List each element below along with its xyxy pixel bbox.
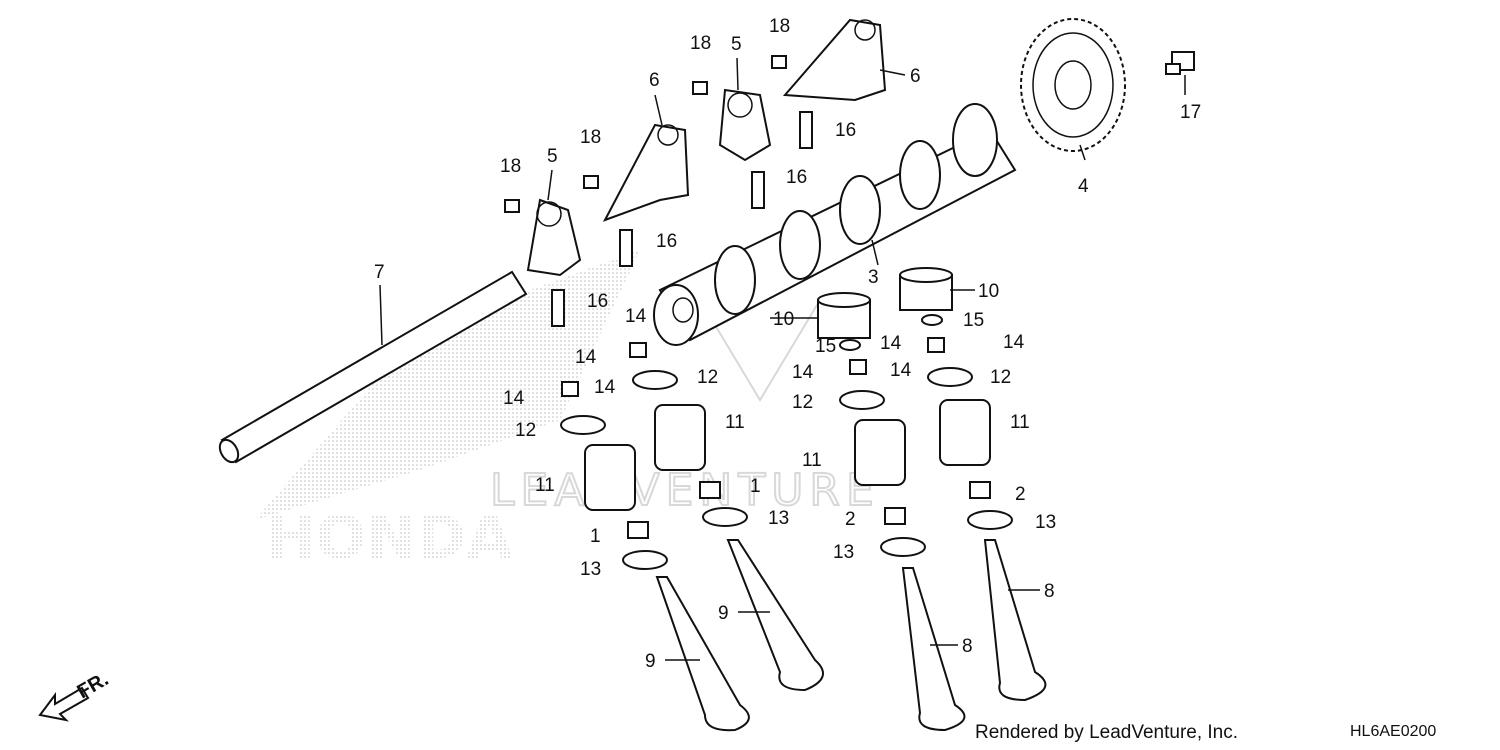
spring-seats[interactable] [622,507,1013,570]
leadventure-watermark: LEADVENTURE [489,299,880,517]
callout-2-b: 2 [845,509,856,530]
callout-12-d: 12 [990,367,1011,388]
callout-17: 17 [1180,102,1201,123]
callout-16-c: 16 [786,167,807,188]
diagram-code: HL6AE0200 [1350,723,1436,740]
rocker-arm-5-left[interactable] [526,198,582,277]
callout-14-f: 14 [890,360,912,381]
callout-12-a: 12 [515,420,536,441]
callout-13-c: 13 [833,542,854,563]
callout-14-d: 14 [594,377,616,398]
callout-7: 7 [374,262,385,283]
watermark-brand-text: HONDA [265,503,513,573]
dowel-pins[interactable] [504,55,787,213]
spring-retainers[interactable] [560,367,973,435]
valve-cotters[interactable] [561,337,945,397]
callout-14-h: 14 [1003,332,1025,353]
callout-14-c: 14 [503,388,525,409]
callout-16-b: 16 [656,231,677,252]
front-direction-arrow-icon: FR. [38,668,112,722]
callout-16-a: 16 [587,291,608,312]
rocker-shaft[interactable] [216,270,528,465]
watermark-dealer-text: LEADVENTURE [490,465,880,516]
callout-8-b: 8 [962,636,973,657]
callout-18-b: 18 [580,127,601,148]
camshaft[interactable] [653,103,1017,346]
callout-3: 3 [868,267,879,288]
valve-lifters[interactable] [817,267,953,339]
callout-8-a: 8 [1044,581,1055,602]
callout-11-d: 11 [1010,412,1030,433]
callout-9-b: 9 [718,603,729,624]
callout-5-a: 5 [547,146,558,167]
callout-13-a: 13 [580,559,601,580]
callout-11-b: 11 [725,412,745,433]
shims[interactable] [839,314,943,351]
callout-18-c: 18 [690,33,711,54]
callout-14-b: 14 [575,347,597,368]
cam-sprocket[interactable] [1020,18,1126,152]
callout-16-d: 16 [835,120,856,141]
callout-12-c: 12 [792,392,813,413]
callout-numbers: 1 1 2 2 3 4 5 5 6 6 7 8 8 9 9 10 10 11 1… [374,16,1201,672]
callout-10-a: 10 [773,309,794,330]
callout-12-b: 12 [697,367,718,388]
valve-springs[interactable] [584,399,991,511]
valves[interactable] [655,539,1047,732]
callout-6-b: 6 [910,66,921,87]
callout-18-d: 18 [769,16,790,37]
footer-credit: Rendered by LeadVenture, Inc. [975,722,1238,743]
stem-seals[interactable] [627,481,991,539]
rocker-arm-5-right[interactable] [718,88,772,162]
rocker-arm-6-left[interactable] [602,123,690,222]
callout-lines [379,57,1186,661]
callout-9-a: 9 [645,651,656,672]
callout-15-b: 15 [963,310,984,331]
callout-13-d: 13 [1035,512,1056,533]
sprocket-bolt[interactable] [1165,51,1195,75]
callout-11-c: 11 [802,450,822,471]
callout-2-a: 2 [1015,484,1026,505]
callout-4: 4 [1078,176,1089,197]
callout-14-e: 14 [792,362,814,383]
callout-6-a: 6 [649,70,660,91]
callout-1-a: 1 [750,476,761,497]
callout-5-b: 5 [731,34,742,55]
callout-18-a: 18 [500,156,521,177]
callout-1-b: 1 [590,526,601,547]
honda-watermark: HONDA [255,250,640,573]
adjuster-screws[interactable] [551,111,813,327]
callout-15-a: 15 [815,336,836,357]
callout-13-b: 13 [768,508,789,529]
callout-14-g: 14 [880,333,902,354]
callout-10-b: 10 [978,281,999,302]
callout-14-a: 14 [625,306,647,327]
callout-11-a: 11 [535,475,555,496]
rocker-arm-6-right[interactable] [782,18,887,102]
